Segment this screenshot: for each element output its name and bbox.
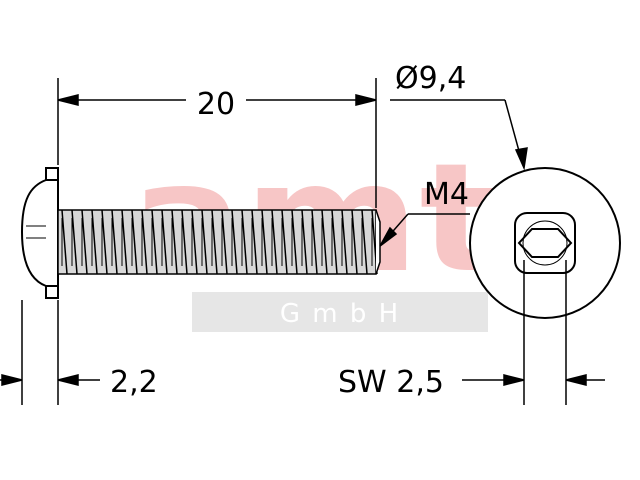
thread-line (281, 209, 288, 275)
socket-square (514, 212, 576, 274)
length-label: 20 (197, 87, 235, 122)
thread-line (361, 209, 368, 275)
watermark-company: G m b H (280, 299, 400, 329)
hex-socket (517, 228, 573, 258)
thread-label: M4 (424, 177, 469, 212)
thread-line (61, 209, 68, 275)
thread-line (181, 209, 188, 275)
thread-line (71, 209, 78, 275)
thread-line (221, 209, 228, 275)
thread-line (301, 209, 308, 275)
length-dimension (57, 78, 377, 208)
thread-line (141, 209, 148, 275)
thread-line (81, 209, 88, 275)
thread-line (171, 209, 178, 275)
thread-line (341, 209, 348, 275)
thread-line (331, 209, 338, 275)
screw-top-view (469, 167, 621, 319)
thread-line (191, 209, 198, 275)
thread-line (251, 209, 258, 275)
thread-line (201, 209, 208, 275)
screw-tip (375, 209, 381, 275)
thread-line (161, 209, 168, 275)
diameter-leader (390, 99, 528, 171)
thread-line (131, 209, 138, 275)
screw-head (20, 167, 59, 299)
thread-line (271, 209, 278, 275)
thread-line (231, 209, 238, 275)
thread-line (121, 209, 128, 275)
thread-line (211, 209, 218, 275)
thread-line (101, 209, 108, 275)
thread-line (151, 209, 158, 275)
thread-line (261, 209, 268, 275)
thread-line (91, 209, 98, 275)
thread-line (321, 209, 328, 275)
screw-side-view (20, 167, 381, 299)
wrench-size-dimension (462, 260, 605, 405)
thread-leader (379, 213, 470, 247)
thread-line (291, 209, 298, 275)
thread-line (111, 209, 118, 275)
head-height-label: 2,2 (110, 365, 158, 400)
thread-lines (61, 209, 378, 275)
thread-line (351, 209, 358, 275)
thread-line (241, 209, 248, 275)
head-circle (469, 167, 621, 319)
wrench-size-label: SW 2,5 (338, 365, 444, 400)
diameter-label: Ø9,4 (395, 61, 466, 96)
head-height-dimension (0, 300, 100, 405)
thread-line (311, 209, 318, 275)
watermark-bar (192, 292, 488, 332)
